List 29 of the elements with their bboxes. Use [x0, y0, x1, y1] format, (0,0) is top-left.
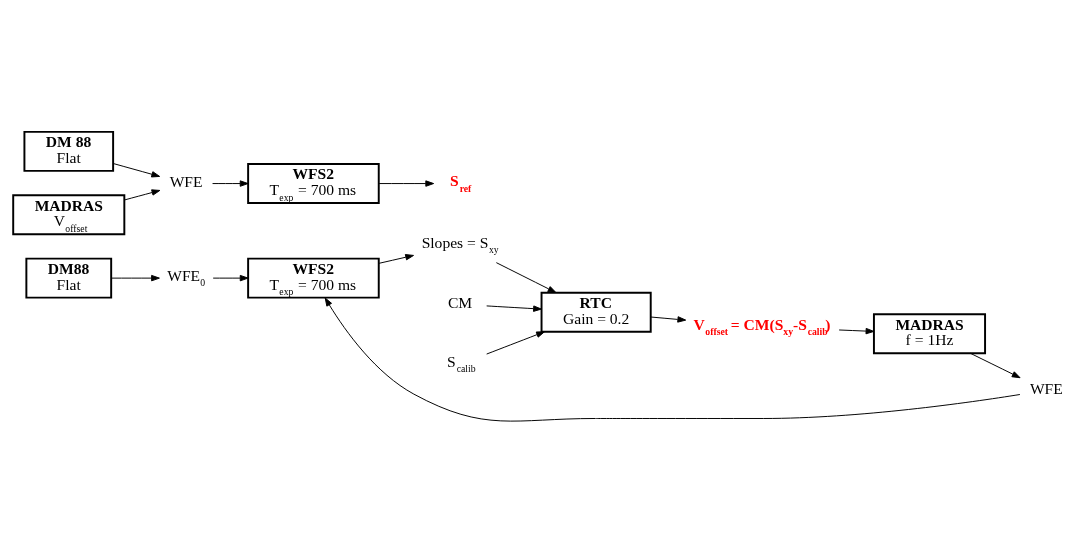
arrow	[838, 327, 875, 335]
arrow	[110, 274, 160, 282]
node-box: MADRAS f = 1Hz	[872, 313, 987, 355]
arrow	[378, 180, 435, 187]
node-box: DM88 Flat	[25, 257, 113, 299]
arrow	[495, 262, 557, 294]
node-box: WFS2 T$_{exp}$ = 700 ms	[247, 163, 380, 205]
node-box: MADRAS V$_{offset}$	[12, 194, 126, 236]
arrow	[324, 297, 1021, 422]
node-text: WFE	[169, 173, 203, 191]
arrow	[212, 180, 249, 187]
node-text: WFE	[1029, 379, 1063, 397]
node-text: S$_{calib}$	[446, 352, 476, 375]
arrow	[650, 316, 687, 323]
node-box: WFS2 T$_{exp}$ = 700 ms	[247, 257, 380, 299]
node-text: V$_{offset}$ = CM(S$_{xy}$-S$_{calib}$)	[693, 315, 831, 338]
arrow	[378, 254, 414, 264]
node-text: CM	[447, 294, 473, 312]
node-text: S$_{ref}$	[449, 172, 472, 194]
node-box: RTC Gain = 0.2	[540, 291, 652, 333]
node-text: Slopes = S$_{xy}$	[421, 233, 499, 256]
node-text: WFE$_{0}$	[167, 266, 206, 289]
arrow	[123, 189, 161, 201]
arrow	[486, 331, 545, 355]
node-box: DM 88 Flat	[23, 130, 115, 172]
arrow	[969, 352, 1021, 379]
arrow	[112, 163, 161, 178]
arrow	[212, 274, 249, 282]
arrow	[486, 305, 542, 312]
